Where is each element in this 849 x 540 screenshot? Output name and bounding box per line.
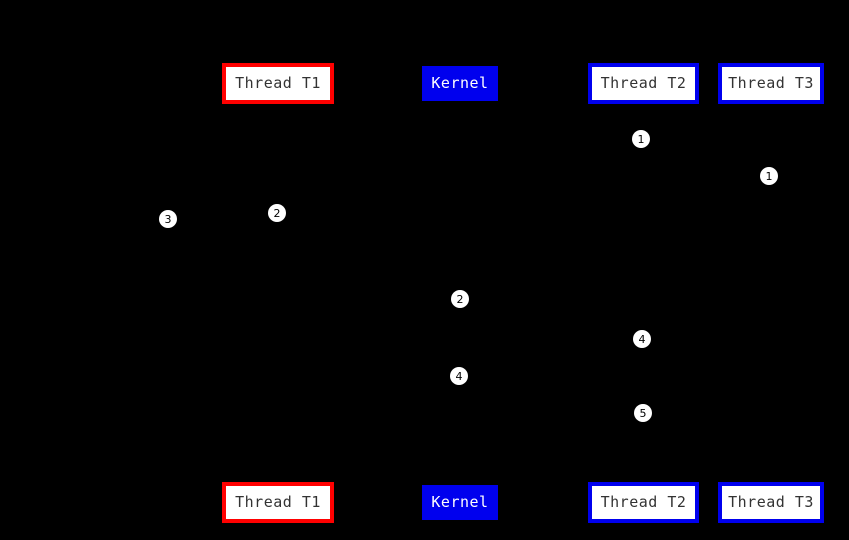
- step-marker-label: 5: [639, 406, 647, 420]
- participant-label-t3-bottom: Thread T3: [728, 493, 814, 511]
- participant-box-kernel-top[interactable]: Kernel: [422, 66, 498, 101]
- step-marker-t2-4[interactable]: 4: [633, 330, 651, 348]
- participant-box-t2-bottom[interactable]: Thread T2: [588, 482, 699, 523]
- lifeline-stub-t3-bottom: [770, 478, 772, 484]
- step-marker-label: 2: [273, 206, 281, 220]
- participant-label-t2-bottom: Thread T2: [600, 493, 687, 511]
- participant-box-t3-bottom[interactable]: Thread T3: [718, 482, 824, 523]
- step-marker-kernel-2[interactable]: 2: [451, 290, 469, 308]
- step-marker-t2-1[interactable]: 1: [632, 130, 650, 148]
- participant-box-t1-bottom[interactable]: Thread T1: [222, 482, 334, 523]
- step-marker-label: 2: [456, 292, 464, 306]
- participant-box-kernel-bottom[interactable]: Kernel: [422, 485, 498, 520]
- participant-box-t1-top[interactable]: Thread T1: [222, 63, 334, 104]
- step-marker-t2-5[interactable]: 5: [634, 404, 652, 422]
- participant-box-t3-top[interactable]: Thread T3: [718, 63, 824, 104]
- step-marker-label: 1: [637, 132, 645, 146]
- lifeline-stub-t1-bottom: [276, 478, 278, 484]
- step-marker-label: 4: [638, 332, 646, 346]
- step-marker-t1-2[interactable]: 2: [268, 204, 286, 222]
- step-marker-label: 1: [765, 169, 773, 183]
- lifeline-t2: [643, 104, 644, 482]
- participant-label-t3-top: Thread T3: [728, 74, 814, 92]
- step-marker-kernel-4[interactable]: 4: [450, 367, 468, 385]
- lifeline-t3: [771, 104, 772, 482]
- participant-label-t1-top: Thread T1: [235, 74, 321, 92]
- step-marker-t3-1[interactable]: 1: [760, 167, 778, 185]
- participant-label-t1-bottom: Thread T1: [235, 493, 321, 511]
- participant-label-kernel-bottom: Kernel: [431, 493, 489, 511]
- step-marker-left-3[interactable]: 3: [159, 210, 177, 228]
- participant-box-t2-top[interactable]: Thread T2: [588, 63, 699, 104]
- participant-label-kernel-top: Kernel: [431, 74, 489, 92]
- participant-label-t2-top: Thread T2: [600, 74, 687, 92]
- step-marker-label: 3: [164, 212, 172, 226]
- lifeline-stub-t2-bottom: [642, 478, 644, 484]
- step-marker-label: 4: [455, 369, 463, 383]
- lifeline-t1: [277, 104, 278, 482]
